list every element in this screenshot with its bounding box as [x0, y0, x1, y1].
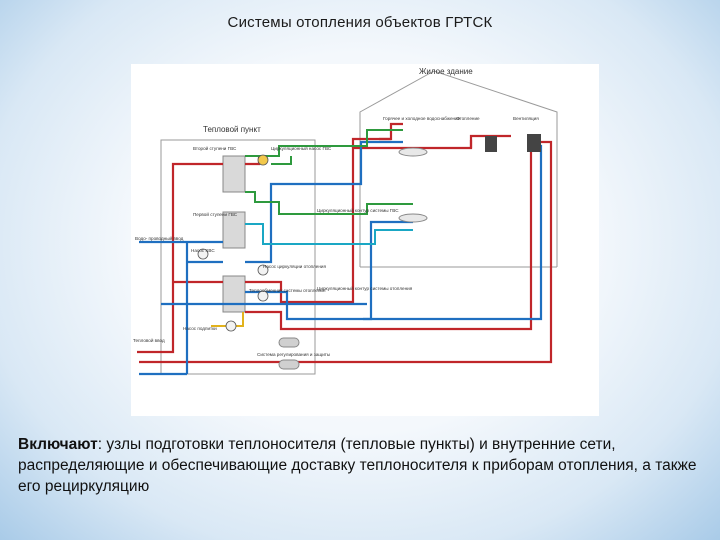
label-control-system: Система регулирования и защиты: [257, 352, 330, 357]
cws-pump-icon: [197, 248, 209, 260]
building-label: Жилое здание: [419, 67, 473, 76]
label-heating-circ-pump: Насос циркуляции отопления: [263, 264, 326, 269]
label-cold-water-in: Водо- проводный ввод: [135, 235, 184, 241]
radiator-icon: [485, 136, 497, 152]
sink-upper-icon: [398, 147, 428, 157]
label-dhw-circ-line: Циркуляционный контур системы ГВС: [317, 207, 399, 213]
label-dhw-stage1: Первой ступени ГВС: [193, 211, 238, 217]
dhw-circ-pump-icon: [257, 154, 269, 166]
caption-text: Включают: узлы подготовки теплоносителя …: [18, 434, 708, 497]
substation-frame: [160, 139, 316, 375]
caption-lead: Включают: [18, 436, 98, 453]
label-cws-pump: Насос ХВС: [191, 248, 215, 253]
label-dhw-stage2: Второй ступени ГВС: [193, 145, 237, 151]
diagram-svg: Жилое здание Тепловой пункт: [133, 67, 558, 376]
building-outline: [359, 70, 558, 268]
substation-label: Тепловой пункт: [203, 125, 261, 134]
pumps: [197, 154, 269, 332]
label-heating-circ-loop: Циркуляционный контур системы отопления: [317, 285, 413, 291]
heating-system-diagram: Жилое здание Тепловой пункт: [131, 64, 599, 416]
makeup-pump-icon: [225, 320, 237, 332]
dhw-lines: [245, 129, 413, 215]
sink-lower-icon: [398, 213, 428, 223]
caption-rest: : узлы подготовки теплоносителя (тепловы…: [18, 436, 697, 495]
dhw-stage2-exchanger: [222, 155, 246, 193]
heating-exchanger: [222, 275, 246, 313]
consumers: [398, 134, 541, 223]
label-makeup-pump: Насос подпитки: [183, 326, 217, 331]
label-radiators: Отопление: [456, 116, 480, 121]
label-dhw-circ-pump: Циркуляционный насос ГВС: [271, 145, 332, 151]
control-unit-1: [278, 337, 300, 348]
ventilation-unit-icon: [527, 134, 541, 152]
makeup-line: [211, 312, 244, 327]
label-ventilation: Вентиляция: [513, 116, 539, 121]
label-hot-water-taps: Горячее и холодное водоснабжение: [383, 116, 461, 121]
cold-water-line: [245, 223, 413, 245]
control-unit-2: [278, 359, 300, 370]
heating-pump-icon: [257, 264, 269, 276]
heating-circ-pump-icon: [257, 290, 269, 302]
dhw-stage1-exchanger: [222, 211, 246, 249]
return-lines: [139, 140, 543, 376]
slide-title: Системы отопления объектов ГРТСК: [227, 14, 493, 31]
label-heating-exchanger: Теплообменник системы отопления: [249, 288, 326, 293]
label-heat-input: Тепловой ввод: [133, 337, 165, 343]
